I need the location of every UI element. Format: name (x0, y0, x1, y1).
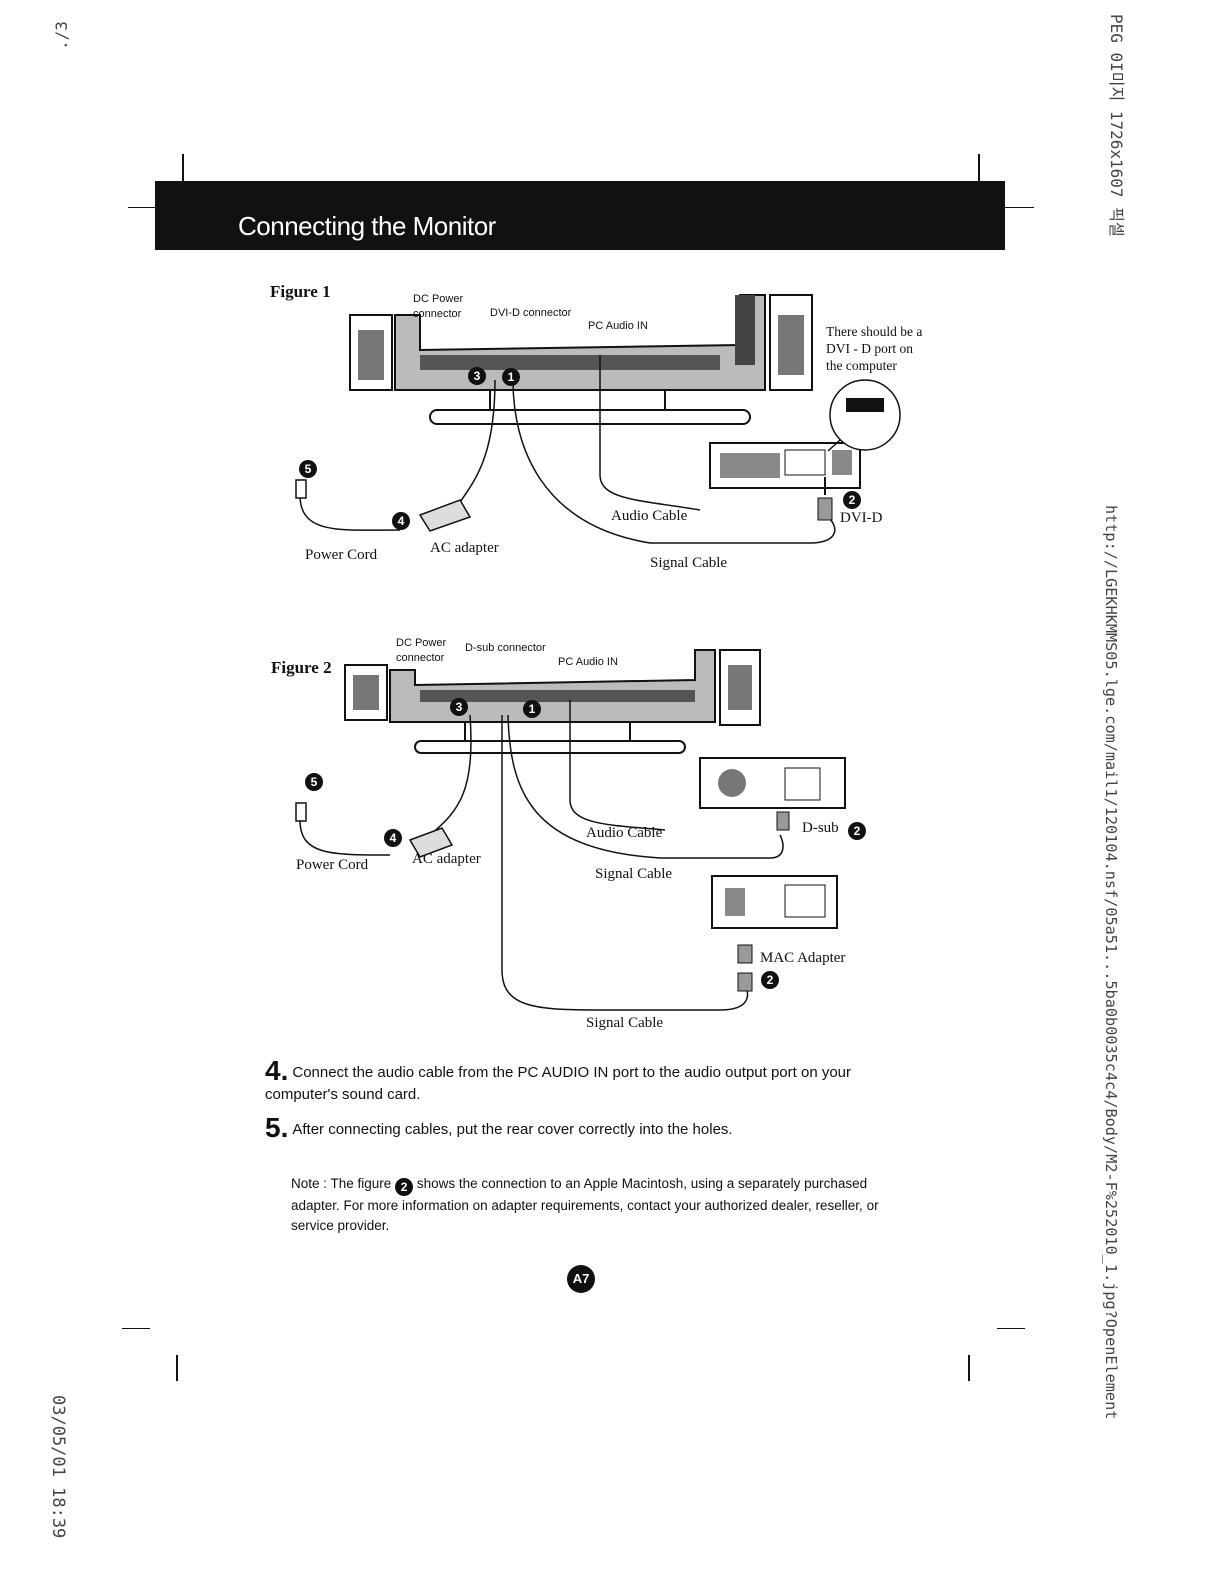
figure2-pc-audio-label: PC Audio IN (558, 656, 618, 668)
crop-mark (968, 1355, 970, 1381)
figure1-dvi-connector-label: DVI-D connector (490, 307, 572, 319)
margin-timestamp: 03/05/01 18:39 (48, 1395, 68, 1539)
step-text: Connect the audio cable from the PC AUDI… (265, 1064, 852, 1103)
figure2-mac-computer (711, 875, 838, 929)
step-text: After connecting cables, put the rear co… (292, 1121, 733, 1138)
figure1-stand (429, 390, 751, 425)
figure1-callout-3: 3 (468, 367, 486, 385)
margin-source-url: http://LGEKHKMMS05.lge.com/mail1/120104.… (1102, 505, 1120, 1420)
page-number-badge: A7 (567, 1265, 595, 1293)
figure2-left-speaker (344, 664, 388, 721)
section-header-bar (155, 181, 1005, 250)
figure2-dsub-label: D-sub (802, 820, 839, 836)
figure2-callout-2-mac: 2 (761, 971, 779, 989)
step-4: 4.Connect the audio cable from the PC AU… (265, 1057, 875, 1106)
figure1-dvi-d-label: DVI-D (840, 510, 883, 526)
figure2-mac-adapter-label: MAC Adapter (760, 950, 846, 966)
figure2-callout-1: 1 (523, 700, 541, 718)
figure1-diagram (295, 294, 901, 544)
figure2-callout-5: 5 (305, 773, 323, 791)
crop-mark (122, 1328, 150, 1329)
figure1-pc-audio-label: PC Audio IN (588, 320, 648, 332)
figure2-dsub-connector-label: D-sub connector (465, 642, 546, 654)
margin-image-info: PEG 0I미지 1726x1607 픽셀 (1107, 14, 1126, 237)
figure1-power-cord-label: Power Cord (305, 547, 378, 563)
step-number: 5. (265, 1112, 289, 1143)
figure2-callout-3: 3 (450, 698, 468, 716)
figure1-left-speaker (349, 314, 393, 391)
step-5: 5.After connecting cables, put the rear … (265, 1114, 875, 1142)
figure2-power-cord-label: Power Cord (296, 857, 369, 873)
figure1-label: Figure 1 (270, 282, 331, 301)
page-title: Connecting the Monitor (238, 211, 496, 241)
margin-page-count: ./3 (52, 21, 71, 50)
note-text: shows the connection to an Apple Macinto… (291, 1176, 879, 1233)
crop-mark (182, 154, 184, 182)
figure2-audio-cable-label: Audio Cable (586, 825, 663, 841)
figure2-callout-2: 2 (848, 822, 866, 840)
figure1-ac-adapter-label: AC adapter (430, 540, 499, 556)
figure2-stand (414, 722, 686, 754)
crop-mark (997, 1328, 1025, 1329)
figure1-computer (709, 442, 861, 489)
step-number: 4. (265, 1055, 289, 1086)
crop-mark (128, 207, 156, 208)
note-callout-2: 2 (395, 1178, 414, 1196)
figure2-diagram (295, 649, 846, 1011)
figure2-label: Figure 2 (271, 658, 332, 677)
figure1-signal-cable-label: Signal Cable (650, 555, 728, 571)
figure2-signal-cable-mac-label: Signal Cable (586, 1015, 664, 1031)
figure1-right-speaker (769, 294, 813, 391)
note-prefix: Note : The figure (291, 1176, 392, 1191)
figure1-callout-4: 4 (392, 512, 410, 530)
figure1-audio-cable-label: Audio Cable (611, 508, 688, 524)
figure2-monitor-back (389, 649, 716, 723)
figure2-callout-4: 4 (384, 829, 402, 847)
crop-mark (176, 1355, 178, 1381)
figure2-ac-adapter-label: AC adapter (412, 851, 481, 867)
note-paragraph: Note : The figure 2 shows the connection… (291, 1174, 881, 1236)
figure1-callout-2: 2 (843, 491, 861, 509)
figure1-callout-1: 1 (502, 368, 520, 386)
figure1-callout-5: 5 (299, 460, 317, 478)
figure2-signal-cable-label: Signal Cable (595, 866, 673, 882)
figure2-right-speaker (719, 649, 761, 726)
figure2-pc-computer (699, 757, 846, 809)
crop-mark (1004, 207, 1034, 208)
crop-mark (978, 154, 980, 182)
figure1-monitor-back (394, 294, 766, 391)
